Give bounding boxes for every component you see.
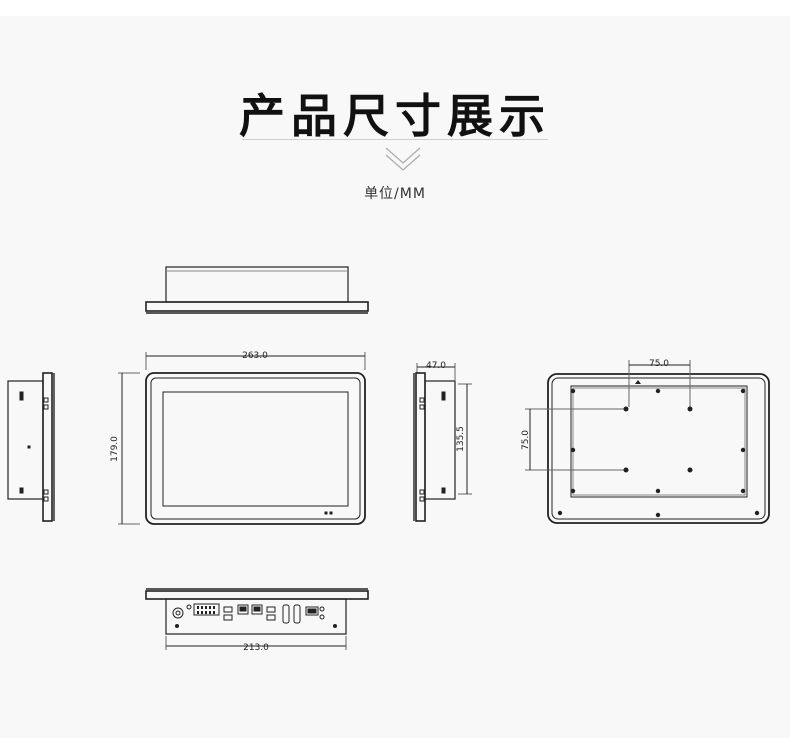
side-depth-label: 47.0	[426, 361, 446, 371]
front-width-label: 263.0	[242, 351, 268, 361]
side-height-label: 135.5	[456, 426, 466, 452]
front-view	[118, 352, 366, 525]
back-view	[525, 360, 770, 524]
bottom-width-label: 213.0	[243, 643, 269, 653]
double-chevron-down-icon	[385, 147, 421, 171]
front-height-label: 179.0	[110, 436, 120, 462]
page-title: 产品尺寸展示	[239, 89, 551, 143]
left-side-view	[7, 372, 55, 522]
back-vesa-vertical-label: 75.0	[521, 430, 531, 450]
right-side-view	[413, 363, 472, 522]
bottom-view	[145, 588, 369, 650]
back-vesa-horizontal-label: 75.0	[649, 359, 669, 369]
top-band	[0, 0, 790, 16]
unit-label: 单位/MM	[364, 186, 426, 202]
top-view	[145, 266, 369, 314]
title-divider	[242, 139, 548, 140]
